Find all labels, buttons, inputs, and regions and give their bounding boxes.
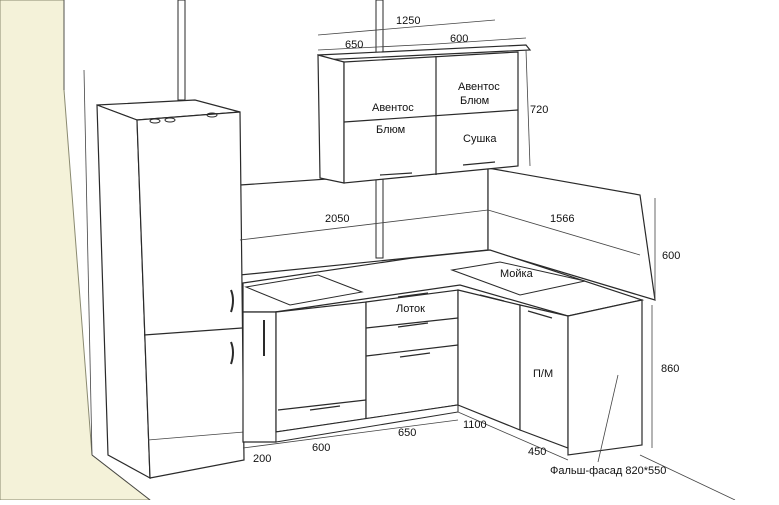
false-facade bbox=[567, 299, 643, 456]
dim-drawer-cab: 650 bbox=[398, 427, 416, 439]
dim-wall-back: 2050 bbox=[325, 213, 349, 225]
fridge-door-split bbox=[143, 327, 243, 336]
dim-line-upper-left bbox=[317, 43, 437, 51]
fridge-handle-top bbox=[230, 289, 234, 313]
dim-base-height: 860 bbox=[661, 363, 679, 375]
corner-handle bbox=[479, 294, 505, 302]
base-filler bbox=[242, 311, 277, 443]
dishwasher-handle bbox=[527, 310, 553, 319]
dim-line-upper-total bbox=[317, 19, 496, 36]
upper-cabinet-side bbox=[317, 54, 345, 184]
label-aventos-left-1: Авентос bbox=[372, 102, 414, 114]
dim-sink-cab: 600 bbox=[312, 442, 330, 454]
dim-wall-side: 1566 bbox=[550, 213, 574, 225]
drawer-split-2 bbox=[365, 344, 459, 357]
sink bbox=[450, 261, 586, 296]
upper-handle-right bbox=[462, 161, 496, 166]
sink-cabinet-line bbox=[277, 399, 367, 411]
dim-upper-right: 600 bbox=[450, 33, 468, 45]
dim-wall-height: 600 bbox=[662, 250, 680, 262]
corner-cabinet bbox=[457, 289, 521, 431]
upper-cabinet-split bbox=[343, 109, 519, 123]
fridge-knob-3 bbox=[206, 112, 218, 118]
upper-cabinet-front bbox=[343, 51, 519, 184]
label-tray: Лоток bbox=[396, 303, 425, 315]
false-facade-pointer bbox=[597, 374, 619, 463]
label-aventos-left-2: Блюм bbox=[376, 124, 405, 136]
dim-line-base-front bbox=[242, 419, 459, 449]
label-false-facade: Фальш-фасад 820*550 bbox=[550, 465, 666, 477]
fridge-knob-1 bbox=[149, 118, 161, 124]
sink-cabinet-handle bbox=[309, 405, 341, 411]
dim-line-upper-height bbox=[525, 49, 531, 167]
upper-handle-left bbox=[379, 172, 413, 176]
fridge-handle-bottom bbox=[230, 341, 234, 365]
label-dryer: Сушка bbox=[463, 133, 497, 145]
floor-line-right bbox=[639, 454, 736, 501]
drawer-handle-1 bbox=[397, 292, 429, 298]
dim-filler: 200 bbox=[253, 453, 271, 465]
floor-line-left bbox=[91, 454, 151, 501]
label-aventos-right-1: Авентос bbox=[458, 81, 500, 93]
dim-line-wall-side bbox=[487, 209, 641, 256]
cooktop bbox=[244, 274, 364, 306]
dim-side-cab: 450 bbox=[528, 446, 546, 458]
label-aventos-right-2: Блюм bbox=[460, 95, 489, 107]
dim-corner: 1100 bbox=[463, 419, 487, 431]
label-dishwasher: П/М bbox=[533, 368, 553, 380]
drawer-handle-2 bbox=[397, 322, 429, 328]
sink-cabinet bbox=[275, 301, 367, 433]
dim-line-upper-right bbox=[435, 37, 527, 45]
wall-corner-line bbox=[83, 69, 93, 456]
dim-upper-left: 650 bbox=[345, 39, 363, 51]
dim-upper-total: 1250 bbox=[396, 15, 420, 27]
pipe-lower bbox=[375, 177, 384, 259]
fridge-front bbox=[136, 111, 245, 479]
fridge-base bbox=[147, 431, 245, 441]
dim-line-wall-back bbox=[239, 209, 489, 241]
drawer-split-1 bbox=[365, 317, 459, 329]
dim-line-corner bbox=[457, 411, 569, 461]
fridge-knob-2 bbox=[164, 117, 176, 123]
dim-upper-height: 720 bbox=[530, 104, 548, 116]
label-sink: Мойка bbox=[500, 268, 534, 280]
drawer-handle-3 bbox=[399, 352, 431, 358]
pipe-left bbox=[177, 0, 186, 101]
